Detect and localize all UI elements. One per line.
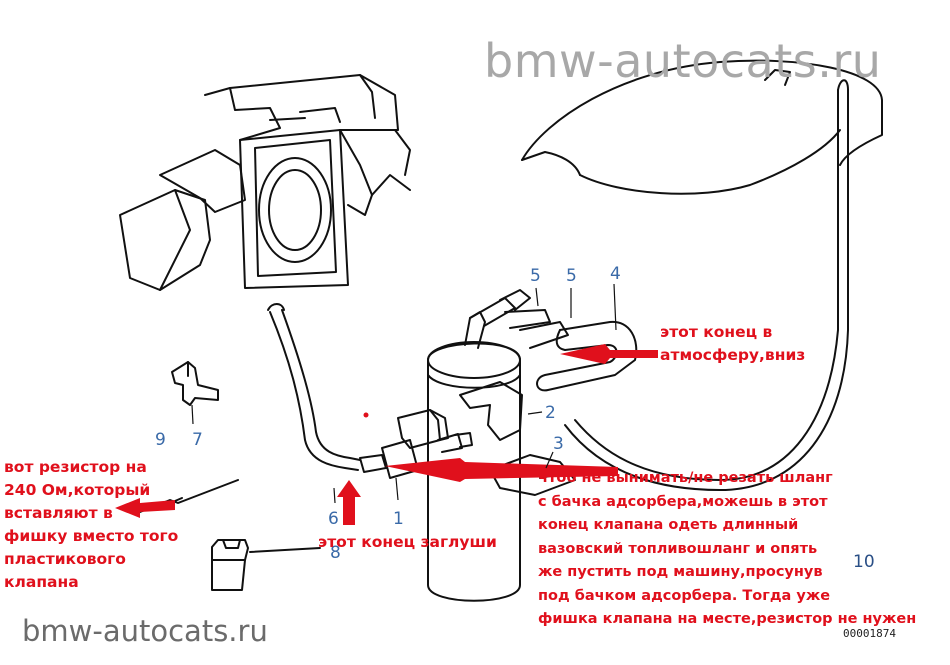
- arrow-to-atmosphere: [560, 344, 658, 364]
- bracket-drawing: [171, 361, 219, 406]
- callout-6: 6: [328, 509, 339, 529]
- part-number: 00001874: [843, 627, 896, 640]
- watermark-top: bmw-autocats.ru: [484, 34, 882, 88]
- callout-5b: 5: [566, 266, 577, 286]
- callout-9: 9: [155, 430, 166, 450]
- callout-3: 3: [553, 434, 564, 454]
- canister-drawing: [427, 289, 581, 602]
- arrow-to-valve-end: [385, 458, 618, 482]
- callout-4: 4: [610, 264, 621, 284]
- arrow-to-resistor: [115, 498, 175, 518]
- watermark-bottom: bmw-autocats.ru: [22, 614, 268, 648]
- fuel-tank-drawing: [521, 59, 883, 195]
- callout-1: 1: [393, 509, 404, 529]
- arrow-to-hose-end: [337, 480, 361, 525]
- note-resistor: вот резистор на 240 Ом,который вставляют…: [4, 458, 179, 591]
- annotation-arrows: [115, 344, 658, 525]
- note-atmosphere: этот конец в атмосферу,вниз: [660, 323, 806, 364]
- note-hose: чтоб не вынимать/не резать шланг с бачка…: [538, 470, 917, 627]
- leader-lines: [191, 283, 617, 504]
- connector-drawing: [211, 539, 321, 591]
- throttle-body-drawing: [119, 74, 411, 291]
- callout-7: 7: [192, 430, 203, 450]
- callout-8: 8: [330, 543, 341, 563]
- callout-5a: 5: [530, 266, 541, 286]
- hose-6-drawing: [267, 303, 361, 471]
- note-plug: этот конец заглуши: [318, 533, 497, 551]
- red-dot: [363, 412, 369, 418]
- purge-hose-drawing: [536, 89, 849, 491]
- callout-10: 10: [853, 552, 875, 572]
- callout-2: 2: [545, 403, 556, 423]
